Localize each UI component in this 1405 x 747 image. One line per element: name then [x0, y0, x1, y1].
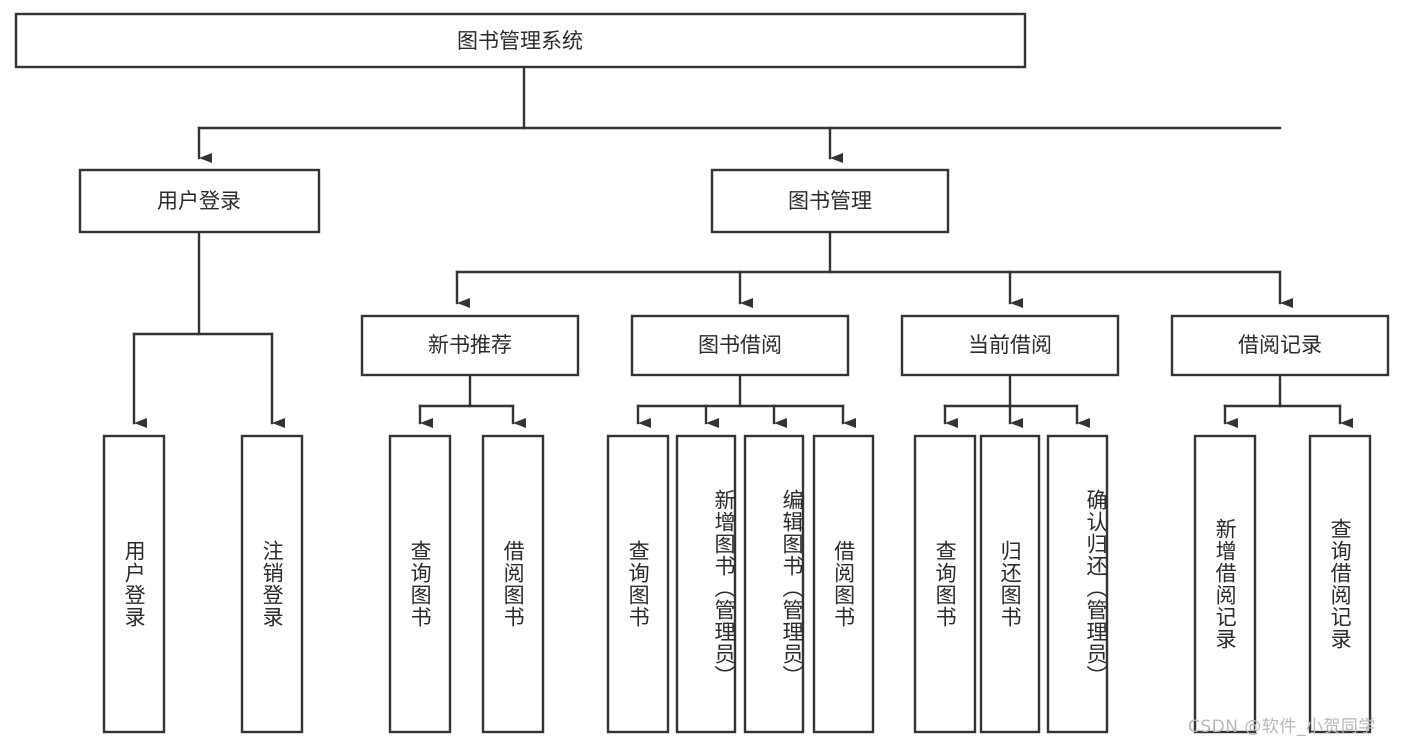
node-book-borrow[interactable]: 图书借阅 [630, 314, 850, 377]
connector-borrowrecord-to-leaves [1223, 373, 1353, 428]
connector-bookborrow-to-leaves [636, 373, 856, 428]
leaf-current-borrow-2[interactable] [1046, 434, 1109, 734]
leaf-new-book-0[interactable] [388, 434, 452, 734]
leaf-user-login-0[interactable] [102, 434, 166, 734]
leaf-book-borrow-2[interactable] [743, 434, 805, 734]
leaf-borrow-record-0[interactable] [1193, 434, 1257, 734]
node-user-login[interactable]: 用户登录 [78, 168, 321, 234]
leaf-current-borrow-0[interactable] [913, 434, 977, 734]
node-root[interactable]: 图书管理系统 [14, 12, 1027, 69]
leaf-new-book-1[interactable] [481, 434, 545, 734]
connector-currentborrow-to-leaves [943, 373, 1090, 428]
node-new-book-recommend-label: 新书推荐 [428, 333, 512, 357]
node-book-borrow-label: 图书借阅 [698, 333, 782, 357]
leaf-book-borrow-3[interactable] [812, 434, 875, 734]
leaf-book-borrow-0[interactable] [606, 434, 670, 734]
connector-bookmgmt-to-level2 [455, 230, 1293, 308]
node-book-management-label: 图书管理 [788, 189, 872, 213]
leaf-user-login-1[interactable] [240, 434, 304, 734]
leaf-book-borrow-1[interactable] [675, 434, 737, 734]
node-current-borrow[interactable]: 当前借阅 [900, 314, 1120, 377]
connector-userlogin-to-leaves [132, 230, 285, 428]
leaf-borrow-record-1[interactable] [1308, 434, 1372, 734]
watermark-text: CSDN @软件_小贺同学 [1188, 717, 1376, 737]
connector-root-to-level1 [197, 65, 1282, 163]
node-user-login-label: 用户登录 [157, 189, 241, 213]
node-book-management[interactable]: 图书管理 [710, 168, 950, 234]
node-borrow-record-label: 借阅记录 [1238, 333, 1322, 357]
connector-newbook-to-leaves [418, 373, 526, 428]
node-current-borrow-label: 当前借阅 [968, 333, 1052, 357]
node-new-book-recommend[interactable]: 新书推荐 [360, 314, 580, 377]
node-borrow-record[interactable]: 借阅记录 [1170, 314, 1390, 377]
leaf-current-borrow-1[interactable] [979, 434, 1041, 734]
node-root-label: 图书管理系统 [457, 29, 583, 53]
